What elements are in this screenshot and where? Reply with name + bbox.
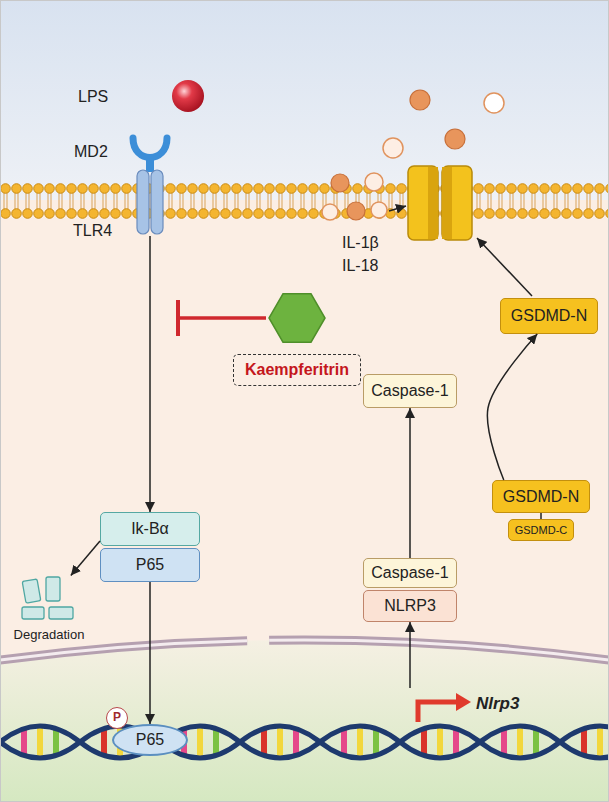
pore-arrow (477, 238, 532, 296)
arrow-connector (71, 541, 100, 576)
node-label: Kaempferitrin (245, 361, 349, 379)
arrow-connector (487, 334, 537, 480)
node-label: P65 (136, 731, 164, 749)
degraded-fragment (49, 607, 73, 619)
release-arrow (389, 206, 406, 211)
degradation-node: Degradation (10, 572, 88, 642)
arrow-connector (540, 513, 542, 519)
protein-box: Caspase-1 (363, 374, 457, 408)
protein-box: Caspase-1 (363, 558, 457, 588)
gsdmd-pore (408, 166, 438, 240)
part-label: MD2 (74, 143, 108, 161)
cytokine (445, 129, 465, 149)
gsdmd-pore (428, 167, 438, 239)
transcription-arrow (418, 702, 458, 722)
gsdmd-pore (442, 167, 452, 239)
arrow-connector (149, 582, 151, 724)
cytoplasm (0, 200, 609, 802)
protein-box: GSDMD-N (492, 480, 590, 513)
protein-ellipse: P65 (112, 724, 188, 756)
node-label: Degradation (14, 628, 85, 642)
part-label: IL-1β (342, 234, 379, 252)
gsdmd-pore (442, 166, 472, 240)
degraded-fragment (46, 577, 60, 601)
gene-node: Nlrp3 (400, 688, 530, 722)
cytokine (347, 202, 365, 220)
transcription-arrow (456, 693, 471, 711)
inhibition-line (178, 316, 266, 320)
receptor-node: TLR4 (135, 168, 165, 236)
node-label: GSDMD-C (515, 524, 568, 536)
node-label: Caspase-1 (371, 382, 448, 400)
lps-molecule (172, 80, 204, 112)
protein-box: P65 (100, 548, 200, 582)
protein-box: Ik-Bα (100, 512, 200, 546)
nuclear-envelope (0, 640, 609, 660)
part-label: LPS (78, 88, 108, 106)
node-label: NLRP3 (384, 597, 436, 615)
protein-box: NLRP3 (363, 590, 457, 622)
node-label: GSDMD-N (503, 488, 579, 506)
node-label: Nlrp3 (476, 695, 519, 714)
node-label: TLR4 (73, 222, 112, 240)
dna-helix (0, 718, 609, 766)
md2-receptor (133, 138, 167, 158)
degraded-fragment (22, 579, 41, 603)
cell-membrane (0, 183, 609, 219)
md2-receptor (146, 156, 154, 172)
node-label: Caspase-1 (371, 564, 448, 582)
compound-label-box: Kaempferitrin (233, 354, 361, 386)
cytokine (410, 90, 430, 110)
phosphate-circle: P (106, 707, 128, 729)
degraded-fragment (22, 607, 44, 619)
node-label: P (113, 711, 121, 724)
nucleus (0, 640, 609, 802)
nuclear-envelope (0, 640, 609, 660)
arrow-connector (409, 622, 411, 688)
tlr4-receptor (151, 170, 163, 234)
tlr4-receptor (137, 170, 149, 234)
arrow-connector (409, 408, 411, 558)
node-label: GSDMD-N (511, 307, 587, 325)
part-label: IL-18 (342, 257, 378, 275)
cytokine (383, 138, 403, 158)
node-label: P65 (136, 556, 164, 574)
cytokine (371, 202, 387, 218)
protein-box: GSDMD-C (508, 519, 574, 541)
arrow-connector (149, 236, 151, 512)
cytokine (322, 204, 338, 220)
extracellular-space (0, 0, 609, 200)
kaempferitrin-molecule (269, 294, 325, 342)
inhibition-bar (176, 300, 180, 336)
protein-box: GSDMD-N (500, 298, 598, 334)
cytokine (365, 173, 383, 191)
cytokine (484, 93, 504, 113)
node-label: Ik-Bα (131, 520, 169, 538)
cytokine (331, 174, 349, 192)
